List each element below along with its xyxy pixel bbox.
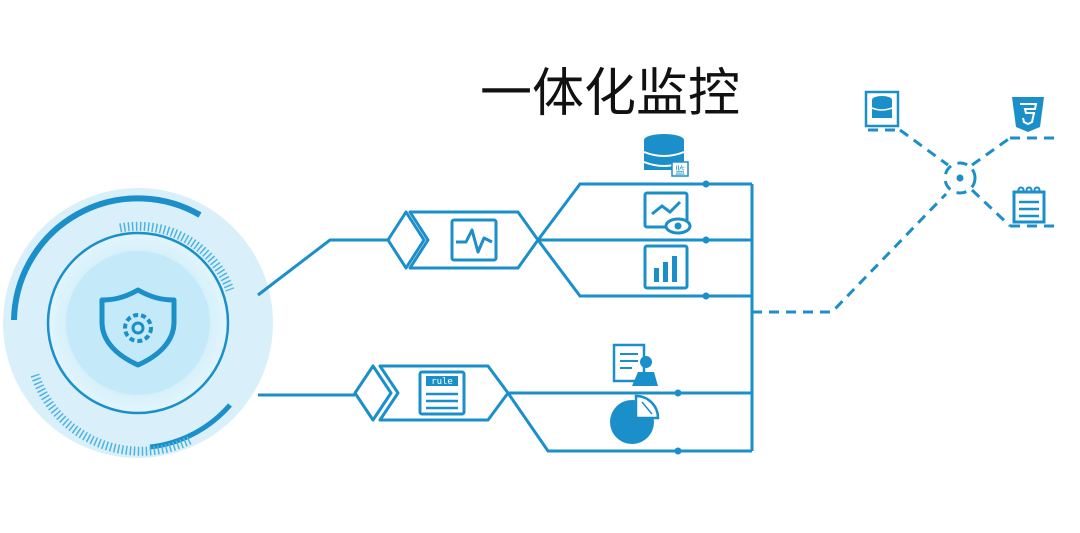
report-person-icon — [612, 343, 658, 386]
database-small-icon — [864, 90, 900, 128]
hub-to-upper-line — [257, 238, 390, 297]
network-link — [970, 188, 1012, 228]
rule-list-icon — [418, 370, 466, 416]
junction-dot — [674, 389, 682, 397]
junction-dot — [702, 180, 710, 188]
junction-dot — [674, 447, 682, 455]
upper-branch-bottom — [536, 239, 752, 298]
bar-chart-icon — [643, 244, 689, 290]
upper-chevron-node — [386, 210, 540, 270]
network-hub-dot — [956, 174, 964, 182]
shield-gear-icon — [99, 287, 177, 368]
network-links — [752, 128, 1060, 314]
database-icon — [643, 134, 689, 177]
hub-tick-ring-bottom — [30, 373, 192, 456]
bus-to-network-line — [752, 192, 948, 314]
junction-dot — [702, 236, 710, 244]
notepad-icon — [1012, 186, 1046, 224]
chart-eye-icon — [643, 191, 692, 235]
hub-lower-arc — [149, 403, 232, 450]
network-link — [899, 128, 949, 167]
lower-branch-bottom — [506, 392, 752, 453]
hub-outer-arc — [11, 195, 202, 321]
lower-chevron-node — [353, 364, 510, 422]
diamond-marker — [353, 364, 393, 422]
diamond-marker — [386, 210, 426, 270]
hub-tick-ring-top — [119, 221, 235, 292]
database-badge-label: 监 — [675, 164, 685, 177]
chevron-frame — [408, 210, 540, 270]
junction-dots — [674, 180, 710, 455]
network-link — [971, 136, 1011, 167]
chevron-frame — [378, 364, 510, 422]
rule-icon-label: rule — [431, 377, 453, 387]
hub — [3, 188, 273, 458]
network-hub-circle — [943, 161, 977, 195]
html5-icon — [1012, 97, 1044, 132]
page-title: 一体化监控 — [480, 64, 741, 124]
upper-branch-top — [536, 182, 752, 241]
junction-dot — [702, 292, 710, 300]
pie-chart-icon — [610, 394, 660, 444]
pulse-monitor-icon — [450, 218, 498, 262]
connector-lines — [257, 182, 754, 453]
